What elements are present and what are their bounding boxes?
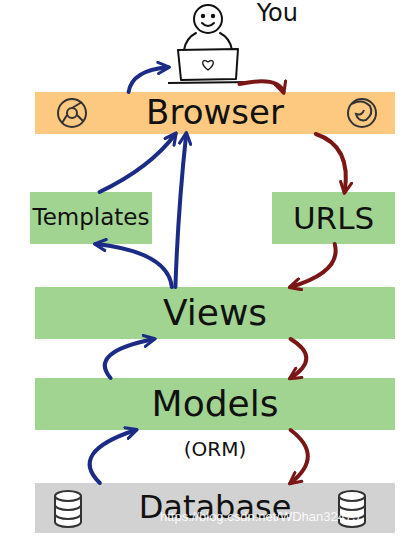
node-title: Templates [33,205,150,230]
node-title: URLS [293,201,374,235]
user-node: You [168,0,298,84]
firefox-icon [348,99,376,127]
request-arrow [316,134,346,192]
database-band: Database [35,483,395,533]
chrome-icon [58,99,86,127]
response-arrow [100,134,176,192]
node-title: You [257,0,298,26]
request-arrow [291,339,307,378]
watermark-text: https://blog.csdn.net/WDhan32475 [160,509,359,524]
node-title: Browser [146,94,284,131]
request-arrow [240,81,284,92]
response-arrow [105,339,154,378]
templates-box: Templates [30,192,152,244]
node-subtitle: (ORM) [35,438,395,460]
node-title: Models [152,384,279,424]
request-arrow [291,430,308,483]
browser-band: Browser [35,92,395,134]
laptop-symbol [168,49,252,83]
request-arrow [291,244,336,287]
node-title: Views [163,293,267,333]
response-arrow [175,134,186,287]
views-band: Views [35,287,395,339]
response-arrow [129,67,168,92]
database-icon [55,491,81,527]
person-figure [184,5,232,50]
response-arrow [96,244,172,287]
response-arrow [90,430,136,483]
urls-box: URLS [272,192,395,244]
models-band: Models(ORM) [35,378,395,430]
